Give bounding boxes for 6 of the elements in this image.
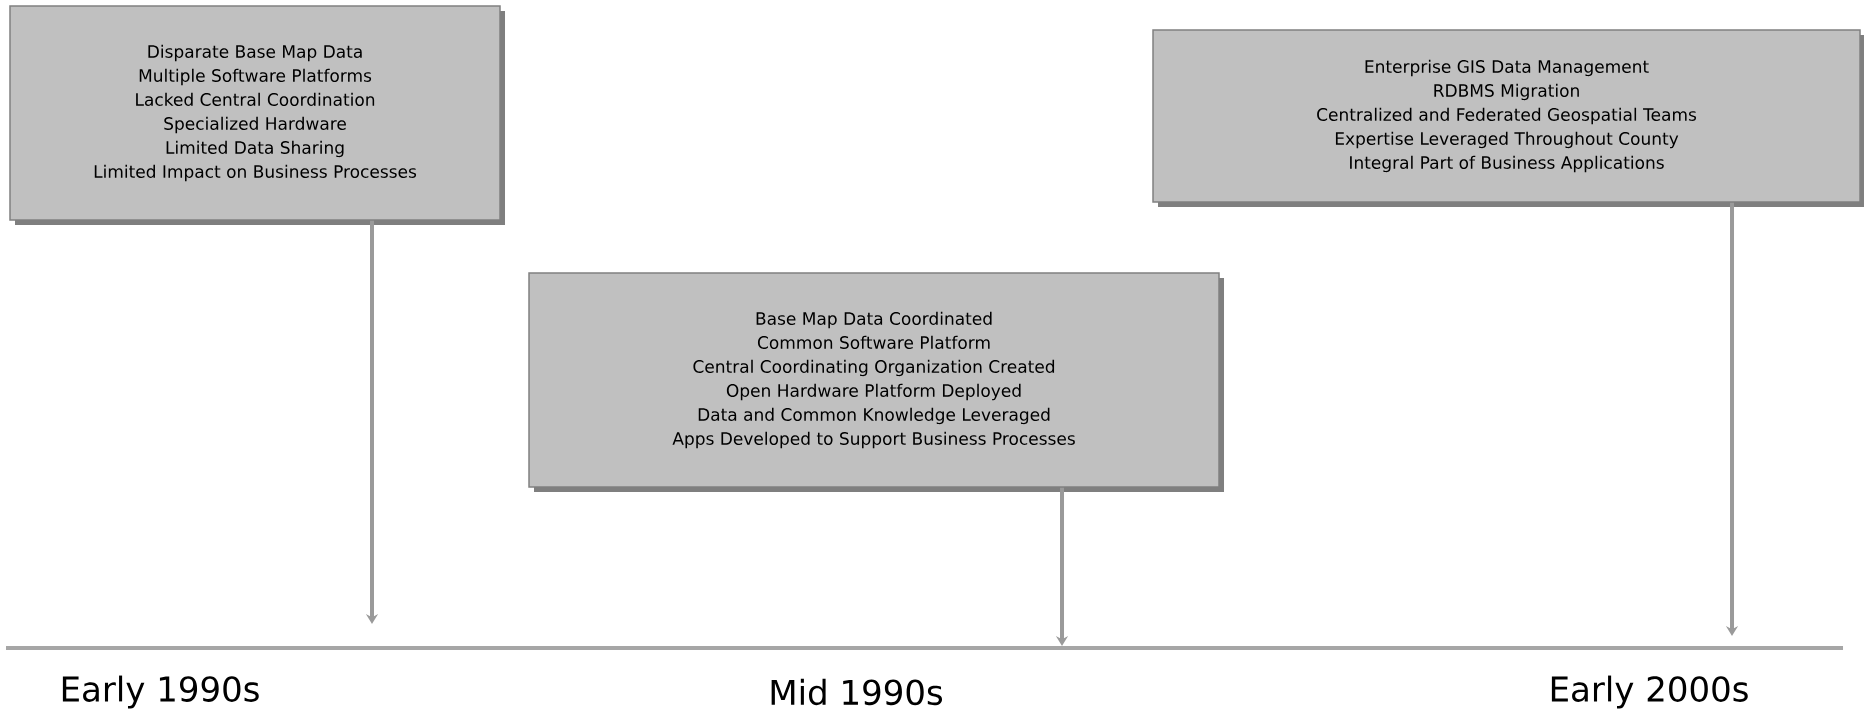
period-label: Early 2000s: [1551, 675, 1748, 709]
text-box: Disparate Base Map Data Multiple Software Platforms Lacked Central Coordination Specialized Hardware Limited Data Sharing Limited Impact on Business Processes: [9, 5, 505, 225]
period-label: Mid 1990s: [771, 678, 942, 706]
text-box: Base Map Data Coordinated Common Software Platform Central Coordinating Organization Created Open Hardware Platform Deployed Data and Common Knowledge Leveraged Apps Developed to Support Business Processes: [528, 272, 1224, 492]
text-box: Enterprise GIS Data Management RDBMS Migration Centralized and Federated Geospatial Teams Expertise Leveraged Throughout County Integral Part of Business Applications: [1152, 29, 1864, 207]
period-label: Early 1990s: [62, 675, 259, 709]
